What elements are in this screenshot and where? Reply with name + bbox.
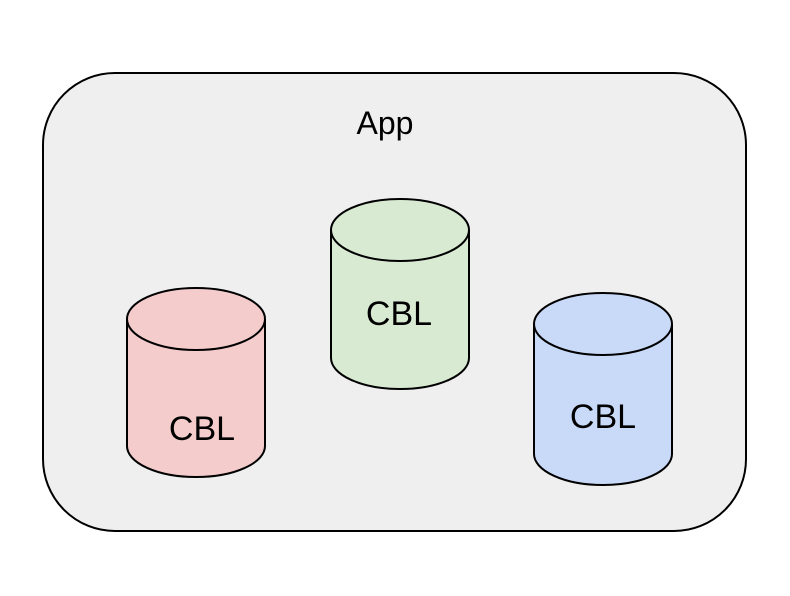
database-body-left (126, 287, 266, 478)
database-cylinder-middle: CBL (330, 198, 470, 390)
database-cylinder-right: CBL (533, 292, 673, 486)
database-label-right: CBL (570, 398, 636, 436)
database-cylinder-left: CBL (126, 287, 266, 478)
database-lid-middle (330, 229, 470, 262)
database-body-middle (330, 198, 470, 390)
app-label: App (357, 105, 414, 141)
database-label-middle: CBL (366, 295, 432, 333)
database-lid-left (126, 318, 266, 351)
database-lid-right (533, 323, 673, 356)
database-label-left: CBL (169, 410, 235, 448)
database-body-right (533, 292, 673, 486)
